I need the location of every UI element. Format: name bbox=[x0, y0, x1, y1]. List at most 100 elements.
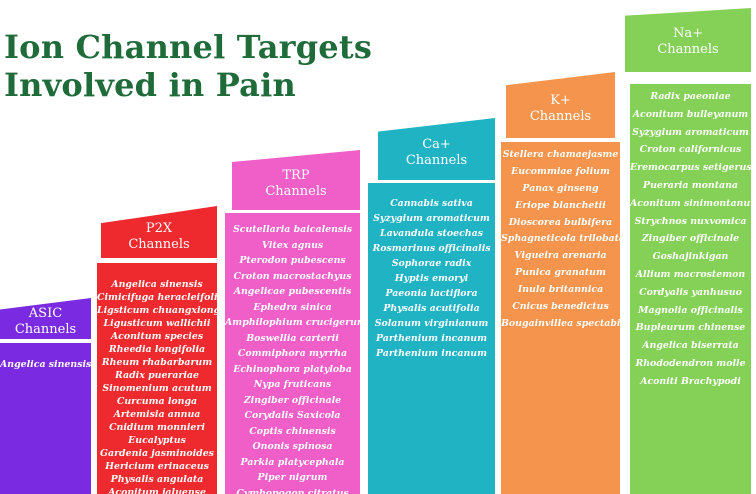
list-item: Stellera chamaejasme bbox=[502, 149, 619, 160]
list-item: Aconitum jaluense bbox=[108, 487, 206, 494]
list-item: Vitex agnus bbox=[261, 239, 324, 251]
header-trp-line-1: TRP bbox=[282, 168, 310, 183]
list-item: Magnolia officinalis bbox=[638, 304, 743, 316]
list-item: Aconitum species bbox=[110, 331, 204, 342]
header-na-line-1: Na+ bbox=[672, 26, 704, 41]
list-item: Zingiber officinale bbox=[641, 233, 740, 245]
list-item: Gardenia jasminoides bbox=[100, 448, 214, 459]
list-item: Allium macrostemon bbox=[635, 268, 746, 280]
list-item: Inula britannica bbox=[517, 284, 604, 296]
list-item: Cnicus benedictus bbox=[512, 301, 609, 313]
list-item: Angelicae pubescentis bbox=[233, 286, 352, 297]
list-item: Scutellaria baicalensis bbox=[232, 224, 353, 235]
list-item: Corydalis Saxicola bbox=[244, 410, 341, 421]
header-na: Na+ Channels bbox=[625, 8, 751, 72]
list-item: Cordyalis yanhusuo bbox=[639, 286, 742, 298]
header-trp-line-2: Channels bbox=[265, 184, 327, 199]
header-ca: Ca+ Channels bbox=[378, 118, 495, 180]
list-item: Sinomenium acutum bbox=[102, 383, 212, 394]
list-item: Eriope blanchetii bbox=[515, 199, 606, 211]
list-item: Radix puerariae bbox=[115, 370, 199, 381]
list-item: Vigueira arenaria bbox=[514, 250, 607, 262]
list-item: Angelica sinensis bbox=[111, 279, 203, 290]
list-item: Zingiber officinale bbox=[243, 394, 342, 406]
page-title: Ion Channel Targets Involved in Pain bbox=[4, 28, 372, 104]
list-item: Cannabis sativa bbox=[390, 198, 473, 209]
header-asic-line-2: Channels bbox=[14, 321, 77, 337]
list-item: Punica granatum bbox=[515, 267, 606, 279]
list-item: Parthenium incanum bbox=[375, 348, 487, 359]
list-item: Radix paeoniae bbox=[650, 91, 731, 102]
header-ca-line-2: Channels bbox=[405, 153, 468, 168]
list-item: Pueraria montana bbox=[643, 179, 738, 191]
list-item: Syzygium aromaticum bbox=[632, 126, 749, 138]
list-item: Cymbopogon citratus bbox=[236, 487, 349, 494]
list-item: Goshajinkigan bbox=[652, 251, 729, 263]
header-trp: TRP Channels bbox=[232, 150, 360, 210]
body-asic: Angelica sinensis bbox=[0, 343, 91, 494]
list-item: Lavandula stoechas bbox=[380, 228, 483, 239]
list-item: Rosmarinus officinalis bbox=[372, 243, 491, 254]
list-item: Parthenium incanum bbox=[375, 333, 487, 344]
list-item: Piper nigrum bbox=[257, 472, 328, 483]
list-item: Bougainvillea spectabilis bbox=[501, 317, 620, 329]
list-item: Pterodon pubescens bbox=[239, 255, 346, 266]
list-item: Curcuma longa bbox=[116, 396, 198, 407]
list-item: Rheum rhabarbarum bbox=[101, 357, 213, 368]
header-k-line-2: Channels bbox=[529, 109, 592, 124]
list-item: Ligusticum wallichii bbox=[103, 318, 211, 329]
list-item: Echinophora platyloba bbox=[233, 363, 352, 375]
list-item: Solanum virginianum bbox=[374, 318, 489, 329]
list-item: Eremocarpus setigerus bbox=[630, 162, 751, 174]
list-item: Paeonia lactiflora bbox=[385, 288, 478, 299]
header-k-line-1: K+ bbox=[550, 93, 571, 108]
list-item: Rheedia longifolia bbox=[108, 344, 206, 355]
list-item: Croton californicus bbox=[639, 144, 742, 156]
list-item: Sphagneticola trilobata bbox=[501, 233, 620, 245]
list-item: Commiphora myrrha bbox=[237, 348, 348, 359]
list-item: Ononis spinosa bbox=[252, 441, 333, 452]
title-line-1: Ion Channel Targets bbox=[4, 28, 373, 66]
list-item: Artemisia annua bbox=[113, 409, 201, 420]
list-item: Coptis chinensis bbox=[249, 425, 336, 437]
list-item: Syzygium aromaticum bbox=[373, 213, 490, 224]
list-item: Aconiti Brachypodi bbox=[640, 375, 741, 387]
list-item: Ligsticum chuangxiong bbox=[97, 305, 217, 316]
header-p2x: P2X Channels bbox=[101, 206, 217, 258]
list-item: Hericium erinaceus bbox=[105, 461, 209, 472]
header-ca-line-1: Ca+ bbox=[422, 137, 451, 152]
list-item: Ephedra sinica bbox=[253, 301, 332, 313]
title-line-2: Involved in Pain bbox=[4, 66, 296, 104]
list-item: Amphilophium crucigerum bbox=[225, 317, 360, 328]
list-item: Panax ginseng bbox=[522, 182, 599, 194]
header-k: K+ Channels bbox=[506, 72, 615, 138]
list-item: Nypa fruticans bbox=[253, 379, 332, 390]
list-item: Aconitum bulleyanum bbox=[632, 108, 749, 120]
header-p2x-line-1: P2X bbox=[145, 221, 173, 236]
list-item: Dioscorea bulbifera bbox=[508, 216, 613, 228]
header-p2x-line-2: Channels bbox=[128, 237, 190, 252]
list-asic: Angelica sinensis bbox=[0, 358, 91, 372]
list-item: Sophorae radix bbox=[391, 258, 472, 269]
list-item: Eucalyptus bbox=[128, 435, 186, 446]
header-na-line-2: Channels bbox=[657, 42, 719, 57]
list-item: Cnidium monnieri bbox=[109, 422, 205, 433]
list-item: Parkia platycephala bbox=[240, 456, 345, 468]
list-item: Rhododendron molle bbox=[635, 357, 746, 369]
list-item: Angelica sinensis bbox=[0, 359, 91, 370]
list-item: Physalis acutifolia bbox=[383, 303, 480, 314]
list-item: Angelica biserrata bbox=[642, 340, 739, 352]
list-item: Eucommiae folium bbox=[511, 165, 610, 177]
list-item: Cimicifuga heracleifolia bbox=[97, 292, 217, 303]
header-asic-line-1: ASIC bbox=[28, 305, 63, 321]
list-item: Bupleurum chinense bbox=[635, 322, 746, 334]
